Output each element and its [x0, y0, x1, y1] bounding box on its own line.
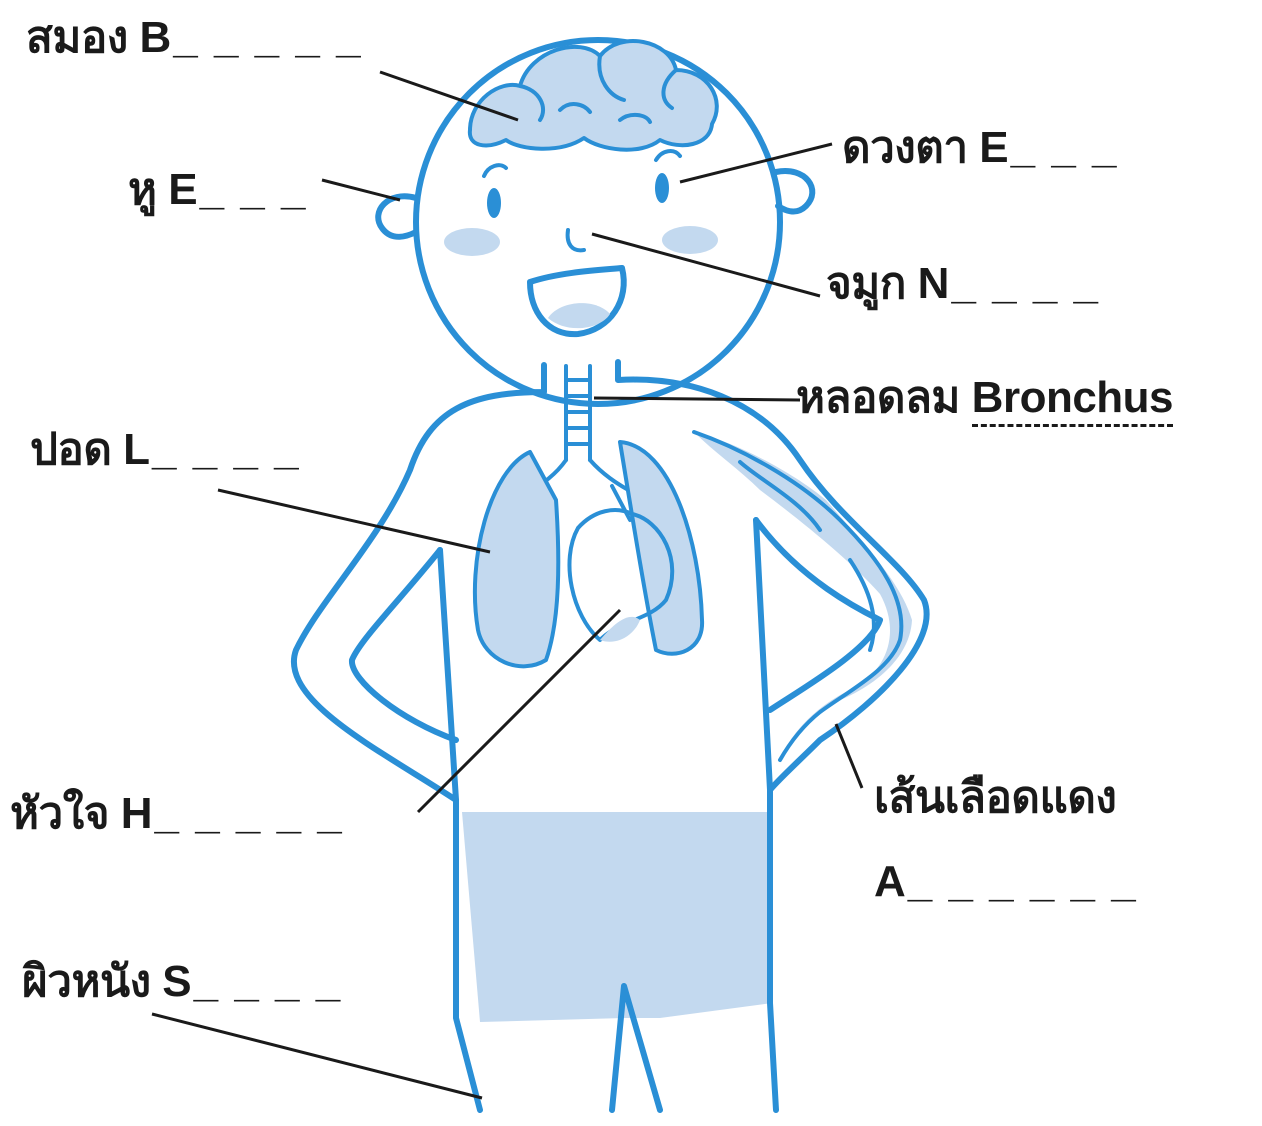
left-ear [378, 196, 416, 236]
leader-skin [152, 1014, 482, 1098]
leader-artery [836, 724, 862, 788]
label-artery-blank: A_ _ _ _ _ _ [874, 840, 1138, 924]
leader-ear [322, 180, 400, 200]
leader-eye [680, 144, 832, 182]
label-eye-blank: E_ _ _ [979, 123, 1118, 172]
label-eye-word: ดวงตา [842, 123, 968, 172]
label-lung-word: ปอด [30, 425, 111, 474]
label-brain-blank: B_ _ _ _ _ [140, 13, 363, 62]
artery [694, 432, 912, 760]
label-ear: หู E_ _ _ [128, 168, 307, 212]
label-trachea-word: หลอดลม [796, 373, 960, 422]
label-artery: เส้นเลือดแดง A_ _ _ _ _ _ [874, 756, 1138, 923]
left-torso-line [440, 550, 456, 800]
right-cheek [662, 226, 718, 254]
right-eye [655, 173, 669, 203]
right-ear [776, 171, 812, 211]
label-eye: ดวงตา E_ _ _ [842, 126, 1119, 170]
leader-trachea [594, 398, 800, 400]
nose [568, 230, 584, 250]
label-nose-blank: N_ _ _ _ [918, 259, 1100, 308]
label-heart-word: หัวใจ [10, 789, 109, 838]
label-lung-blank: L_ _ _ _ [123, 425, 300, 474]
left-eye [487, 188, 501, 218]
right-torso-line [756, 520, 770, 790]
label-artery-word: เส้นเลือดแดง [874, 756, 1138, 840]
label-lung: ปอด L_ _ _ _ [30, 428, 301, 472]
shorts [462, 812, 772, 1022]
label-brain: สมอง B_ _ _ _ _ [26, 16, 363, 60]
trachea-rings [566, 380, 590, 444]
label-nose-word: จมูก [826, 259, 906, 308]
label-heart-blank: H_ _ _ _ _ [121, 789, 344, 838]
label-brain-word: สมอง [26, 13, 128, 62]
left-cheek [444, 228, 500, 256]
leader-lung [218, 490, 490, 552]
right-eyebrow [656, 151, 680, 160]
label-skin-blank: S_ _ _ _ [162, 957, 342, 1006]
label-trachea: หลอดลม Bronchus [796, 376, 1173, 420]
label-ear-word: หู [128, 165, 157, 214]
heart-shade [600, 617, 640, 642]
label-skin-word: ผิวหนัง [22, 957, 151, 1006]
left-eyebrow [484, 165, 506, 176]
label-ear-blank: E_ _ _ [168, 165, 307, 214]
label-skin: ผิวหนัง S_ _ _ _ [22, 960, 342, 1004]
label-heart: หัวใจ H_ _ _ _ _ [10, 792, 344, 836]
label-trachea-answer: Bronchus [972, 373, 1173, 427]
label-nose: จมูก N_ _ _ _ [826, 262, 1100, 306]
